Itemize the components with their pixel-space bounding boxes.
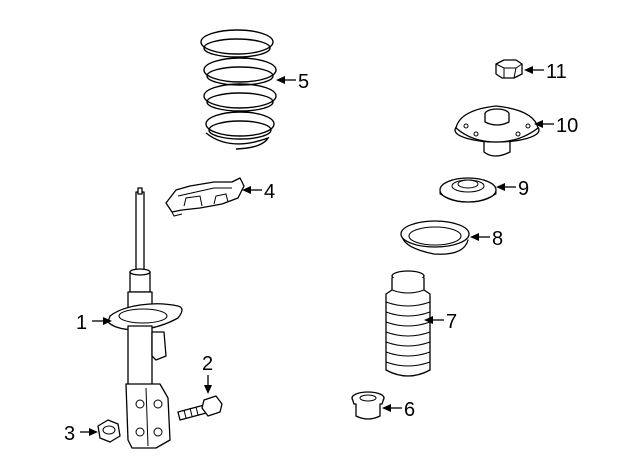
svg-text:6: 6 <box>404 399 415 421</box>
svg-text:4: 4 <box>264 181 275 203</box>
strut-mount <box>454 105 540 157</box>
svg-text:11: 11 <box>546 61 567 83</box>
callout-5: 5 <box>276 71 309 93</box>
nut <box>97 419 121 443</box>
top-nut <box>495 59 523 79</box>
callout-2: 2 <box>202 353 213 394</box>
callout-7: 7 <box>424 311 457 333</box>
svg-text:10: 10 <box>556 115 578 137</box>
callout-11: 11 <box>524 61 567 83</box>
callout-4: 4 <box>242 181 275 203</box>
callout-10: 10 <box>534 115 578 137</box>
svg-text:5: 5 <box>298 71 309 93</box>
callout-6: 6 <box>382 399 415 421</box>
callout-9: 9 <box>496 178 529 200</box>
strut-assembly <box>107 187 183 449</box>
bump-stop <box>351 391 385 420</box>
spring-insulator <box>165 177 245 217</box>
svg-text:2: 2 <box>202 353 213 375</box>
upper-spring-seat <box>400 220 470 255</box>
dust-boot <box>385 270 431 377</box>
svg-text:8: 8 <box>492 228 503 250</box>
callout-1: 1 <box>76 312 112 334</box>
callout-8: 8 <box>470 228 503 250</box>
svg-text:3: 3 <box>64 423 75 445</box>
callout-3: 3 <box>64 423 98 445</box>
coil-spring <box>200 29 277 150</box>
svg-text:1: 1 <box>76 312 87 334</box>
svg-text:9: 9 <box>518 178 529 200</box>
svg-text:7: 7 <box>446 311 457 333</box>
bearing <box>439 177 497 203</box>
bolt <box>177 395 223 421</box>
